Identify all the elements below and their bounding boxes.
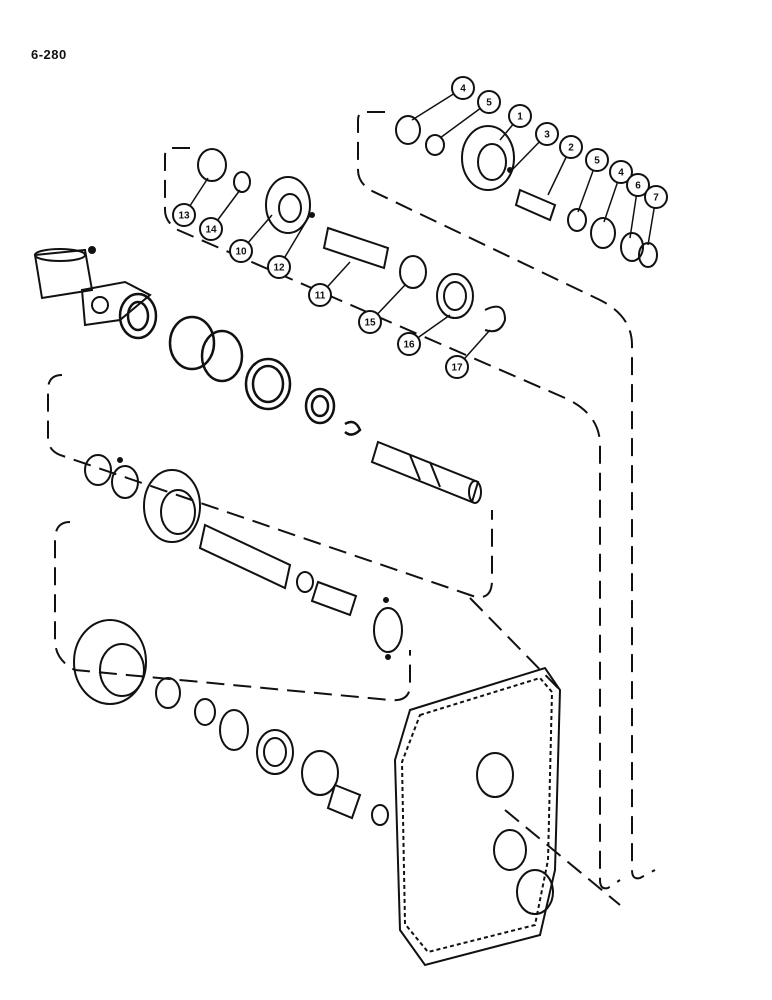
group-outline-upper-middle	[164, 147, 621, 890]
callout-number: 3	[544, 130, 550, 141]
callout-number: 17	[451, 363, 463, 374]
group-outline-to-case-2	[504, 809, 621, 906]
group-outline-shaft	[47, 374, 493, 599]
upper-middle-parts	[197, 148, 507, 333]
callout-bubble	[535, 122, 559, 146]
callout-number: 14	[205, 225, 217, 236]
group-outlines	[47, 111, 656, 906]
callout-number: 13	[178, 211, 190, 222]
callout-bubble	[477, 90, 501, 114]
callout-number: 1	[517, 112, 523, 123]
page-number: 6-280	[31, 47, 67, 62]
callout-number: 11	[315, 291, 326, 302]
group-outline-top-right	[357, 111, 656, 880]
callout-bubble	[626, 173, 650, 197]
cover-housing	[33, 246, 152, 327]
callout-bubble	[358, 310, 382, 334]
callout-bubble	[585, 148, 609, 172]
callout-number: 5	[486, 98, 492, 109]
callout-bubble	[609, 160, 633, 184]
callout-number: 7	[653, 193, 659, 204]
transmission-case	[393, 666, 562, 967]
callout-number: 16	[403, 340, 415, 351]
callout-bubble	[559, 135, 583, 159]
top-right-parts	[395, 115, 658, 268]
callout-number: 6	[635, 181, 641, 192]
callout-bubble	[267, 255, 291, 279]
callout-number: 4	[618, 168, 624, 179]
callout-number: 12	[273, 263, 285, 274]
callout-bubble	[508, 104, 532, 128]
callout-bubble	[172, 203, 196, 227]
callout-bubble	[644, 185, 668, 209]
callout-bubble	[199, 217, 223, 241]
callout-bubble	[308, 283, 332, 307]
lower-cluster-gear	[84, 454, 403, 660]
group-outline-to-case	[469, 597, 561, 691]
group-outline-lower	[54, 521, 411, 702]
main-shaft	[370, 440, 482, 504]
callout-bubble	[229, 239, 253, 263]
callout-bubble	[445, 355, 469, 379]
callout-number: 10	[235, 247, 247, 258]
seal-and-rings	[118, 292, 362, 436]
callout-number: 2	[568, 143, 574, 154]
callout-number: 5	[594, 156, 600, 167]
bottom-gear-group	[73, 619, 389, 826]
callout-bubble	[451, 76, 475, 100]
callout-bubble	[397, 332, 421, 356]
callout-number: 15	[364, 318, 376, 329]
callout-number: 4	[460, 84, 466, 95]
